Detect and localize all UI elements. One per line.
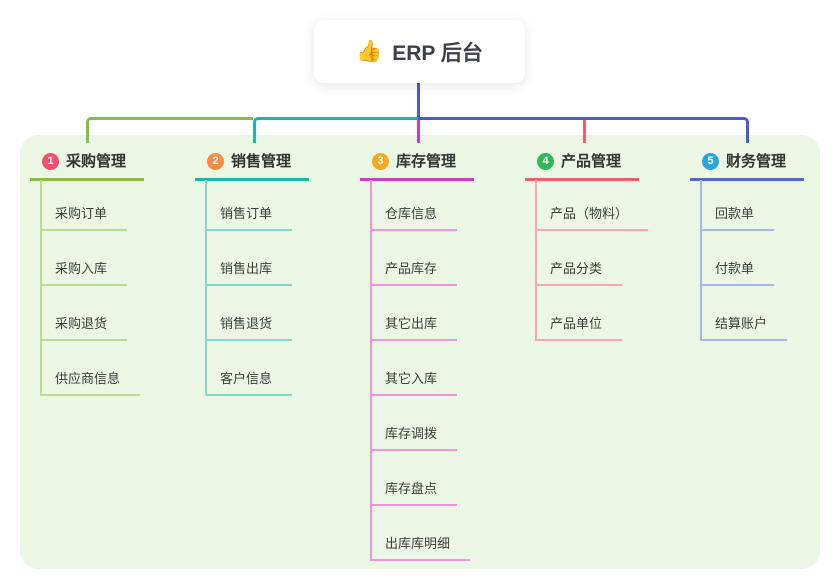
branch-spine-sales <box>205 180 207 396</box>
branch-badge-5: 5 <box>702 153 719 170</box>
branch-title-sales[interactable]: 2 销售管理 <box>195 151 310 181</box>
branch-title-product[interactable]: 4 产品管理 <box>525 151 640 181</box>
child-node[interactable]: 出库库明细 <box>370 536 471 561</box>
child-node[interactable]: 库存调拨 <box>370 426 458 451</box>
child-node[interactable]: 回款单 <box>700 206 775 231</box>
branch-badge-3: 3 <box>372 153 389 170</box>
branch-spine-product <box>535 180 537 341</box>
child-node[interactable]: 销售订单 <box>205 206 293 231</box>
branch-title-inventory[interactable]: 3 库存管理 <box>360 151 475 181</box>
branch-badge-2: 2 <box>207 153 224 170</box>
root-title: ERP 后台 <box>392 41 483 65</box>
child-node[interactable]: 其它入库 <box>370 371 458 396</box>
child-node[interactable]: 其它出库 <box>370 316 458 341</box>
thumbs-up-icon: 👍 <box>356 39 383 63</box>
branch-title-purchase[interactable]: 1 采购管理 <box>30 151 145 181</box>
root-node[interactable]: 👍 ERP 后台 <box>314 20 525 83</box>
branch-label: 库存管理 <box>396 153 457 170</box>
child-node[interactable]: 采购退货 <box>40 316 128 341</box>
child-node[interactable]: 产品单位 <box>535 316 623 341</box>
child-node[interactable]: 产品库存 <box>370 261 458 286</box>
branch-spine-inventory <box>370 180 372 561</box>
child-node[interactable]: 库存盘点 <box>370 481 458 506</box>
root-connector-line <box>417 83 420 117</box>
branch-spine-purchase <box>40 180 42 396</box>
child-node[interactable]: 产品（物料） <box>535 206 649 231</box>
child-node[interactable]: 客户信息 <box>205 371 293 396</box>
child-node[interactable]: 结算账户 <box>700 316 788 341</box>
child-node[interactable]: 销售出库 <box>205 261 293 286</box>
child-node[interactable]: 仓库信息 <box>370 206 458 231</box>
branch-label: 采购管理 <box>66 153 127 170</box>
branch-label: 销售管理 <box>231 153 292 170</box>
child-node[interactable]: 产品分类 <box>535 261 623 286</box>
child-node[interactable]: 采购订单 <box>40 206 128 231</box>
branch-label: 财务管理 <box>726 153 787 170</box>
branch-badge-4: 4 <box>537 153 554 170</box>
child-node[interactable]: 销售退货 <box>205 316 293 341</box>
branch-label: 产品管理 <box>561 153 622 170</box>
child-node[interactable]: 供应商信息 <box>40 371 141 396</box>
branches-panel <box>20 135 820 569</box>
branch-badge-1: 1 <box>42 153 59 170</box>
branch-title-finance[interactable]: 5 财务管理 <box>690 151 805 181</box>
branch-spine-finance <box>700 180 702 341</box>
child-node[interactable]: 采购入库 <box>40 261 128 286</box>
child-node[interactable]: 付款单 <box>700 261 775 286</box>
